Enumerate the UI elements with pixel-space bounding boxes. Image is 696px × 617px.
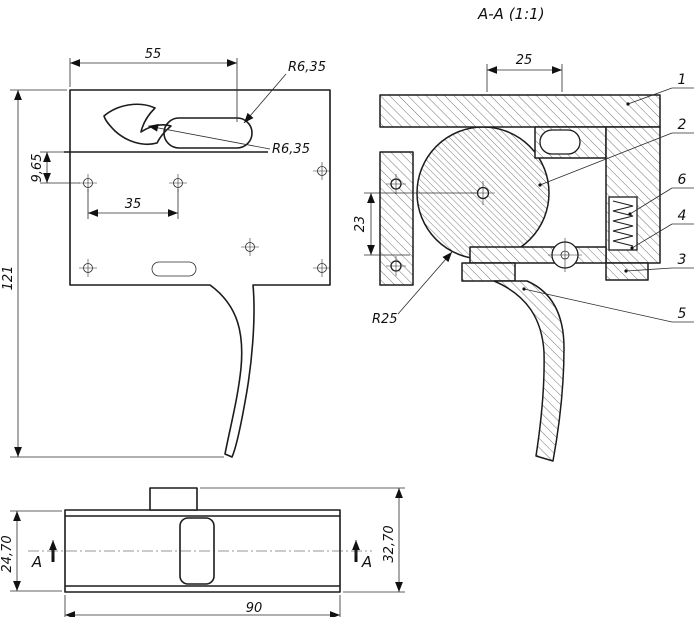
tab-outline [149,487,198,511]
pin-hole [241,238,259,256]
dim-label: 23 [353,216,368,233]
dim-label: R6,35 [288,60,326,75]
dim-r635-hook: R6,35 [147,124,310,157]
section-title: A-A (1:1) [477,5,545,23]
section-mark-left: A [31,540,57,571]
callout-6: 6 [628,172,694,216]
dim-label: 24,70 [0,535,15,572]
section-mark-right: A [352,540,372,571]
dim-24-70: 24,70 [0,510,62,592]
dim-90: 90 [64,595,341,617]
top-rail-section [379,94,661,128]
dim-label: 32,70 [382,525,397,562]
dim-55: 55 [69,47,238,122]
dim-23: 23 [353,192,478,256]
callout-label: 4 [678,208,687,224]
clearance-slot [539,129,581,155]
sear-hook [103,103,172,146]
dim-label: R6,35 [272,142,310,157]
dim-121: 121 [1,89,224,458]
wall-hole [386,174,406,194]
dim-9-65: 9,65 [30,151,80,184]
wall-hole [386,256,406,276]
dim-label: 55 [145,47,162,62]
callout-3: 3 [624,252,694,273]
callout-label: 5 [678,306,687,322]
dim-label: 25 [516,53,533,68]
bottom-view: A A 24,70 32,70 90 [0,487,405,617]
housing-plate-outline [69,89,331,458]
dim-25: 25 [486,53,563,92]
section-label: A [361,553,372,571]
dim-label: R25 [372,312,398,327]
dim-label: 9,65 [30,154,45,183]
callout-label: 6 [678,172,687,188]
callout-5: 5 [522,287,694,323]
callout-label: 2 [678,117,687,133]
link-section [461,262,516,282]
trigger-bar-section [469,246,607,264]
pin-hole [313,162,331,180]
callout-2: 2 [538,117,694,187]
dim-32-70: 32,70 [200,487,405,593]
dim-label: 90 [246,601,263,616]
callout-label: 1 [678,72,687,88]
pin-hole [313,259,331,277]
adjustment-slot [151,261,197,277]
dim-35: 35 [87,189,179,219]
dim-label: 121 [1,266,16,291]
pivot-pin [548,238,582,272]
side-view: 55 R6,35 R6,35 9,65 35 [1,47,331,458]
callout-label: 3 [678,252,687,268]
spring-symbol [612,200,634,247]
pin-hole [79,259,97,277]
dim-label: 35 [125,197,142,212]
section-view: 25 23 R25 1 2 6 [353,53,694,462]
trigger-blade-section [493,280,565,462]
callout-1: 1 [626,72,694,106]
callout-4: 4 [630,208,694,250]
section-label: A [31,553,42,571]
dim-r25: R25 [372,251,453,327]
dim-r635-slot: R6,35 [243,60,326,124]
